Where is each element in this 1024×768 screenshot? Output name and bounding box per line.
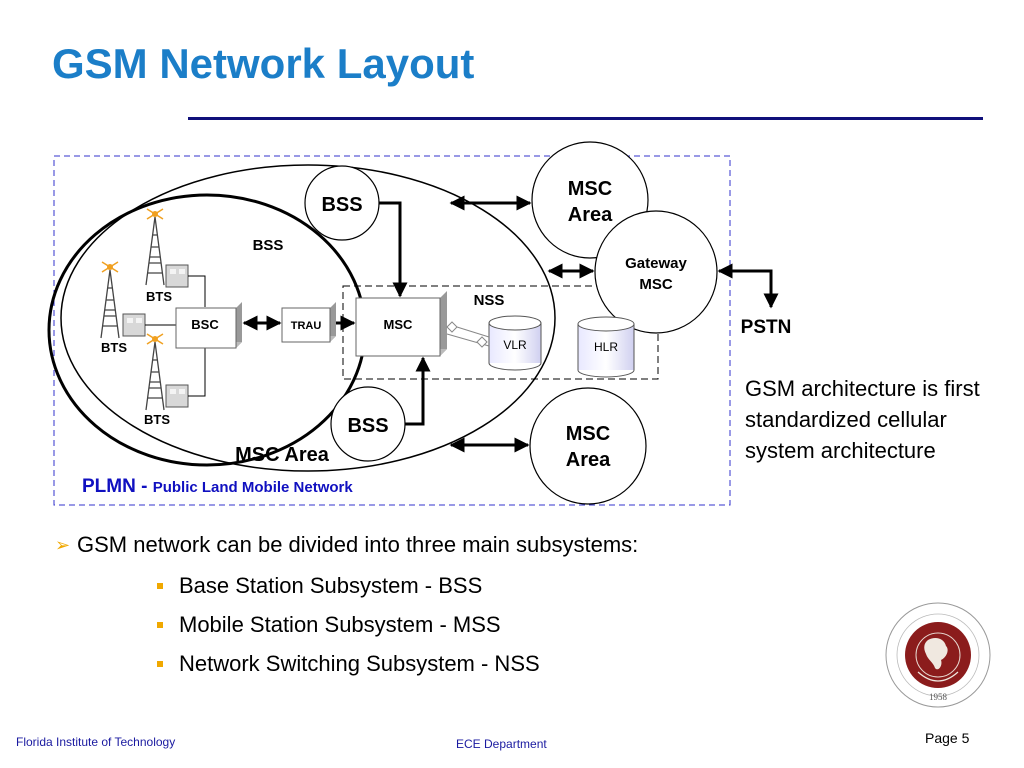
msc-box	[355, 291, 447, 357]
msc-area-top-line2: Area	[568, 204, 613, 226]
list-item-text: Base Station Subsystem - BSS	[179, 572, 483, 598]
page-title: GSM Network Layout	[52, 40, 475, 87]
bullet-main-text: GSM network can be divided into three ma…	[77, 532, 639, 557]
fit-seal-logo	[885, 602, 991, 708]
bts-tower-icon	[100, 208, 165, 411]
msc-area-label: MSC Area	[235, 444, 330, 466]
msc-area-top-line1: MSC	[568, 178, 612, 200]
sub-bullet-list: Base Station Subsystem - BSS Mobile Stat…	[55, 566, 638, 683]
bss-inner-label: BSS	[253, 237, 284, 254]
square-bullet-icon	[157, 582, 163, 589]
page-number: Page 5	[925, 730, 970, 746]
footer-department: ECE Department	[456, 737, 547, 751]
msc-area-bottom-line2: Area	[566, 449, 611, 471]
arrow-bullet-icon: ➢	[55, 534, 71, 555]
square-bullet-icon	[157, 621, 163, 628]
msc-area-bottom-circle	[529, 387, 647, 505]
vlr-database-icon	[488, 315, 542, 371]
bsc-box	[175, 302, 242, 349]
hlr-label: HLR	[594, 340, 618, 354]
trau-label: TRAU	[291, 320, 322, 332]
msc-area-ellipse	[60, 164, 556, 472]
seal-year: 1958	[929, 692, 948, 702]
square-bullet-icon	[157, 660, 163, 667]
plmn-abbr: PLMN -	[82, 476, 153, 497]
trau-box	[281, 302, 336, 343]
bts-label-2: BTS	[101, 340, 127, 355]
msc-area-bottom-line1: MSC	[566, 423, 610, 445]
pstn-label: PSTN	[741, 317, 792, 338]
bts-links	[145, 275, 206, 397]
gateway-msc-line1: Gateway	[625, 255, 687, 272]
bsc-label: BSC	[191, 317, 219, 332]
list-item-text: Network Switching Subsystem - NSS	[179, 650, 540, 676]
plmn-full: Public Land Mobile Network	[153, 479, 354, 496]
bss-top-label: BSS	[321, 194, 362, 216]
list-item: Base Station Subsystem - BSS	[157, 566, 638, 605]
link-arrows	[242, 195, 779, 453]
msc-vlr-links	[446, 321, 490, 348]
nss-label: NSS	[474, 292, 505, 309]
list-item: Network Switching Subsystem - NSS	[157, 644, 638, 683]
vlr-label: VLR	[503, 338, 527, 352]
bts-label-1: BTS	[146, 289, 172, 304]
plmn-label: PLMN - Public Land Mobile Network	[82, 476, 353, 497]
plmn-boundary	[53, 155, 731, 506]
bss-bottom-label: BSS	[347, 415, 388, 437]
bullet-main: ➢ GSM network can be divided into three …	[55, 530, 638, 560]
msc-label: MSC	[384, 317, 414, 332]
bts-label-3: BTS	[144, 412, 170, 427]
gateway-msc-circle	[594, 210, 718, 334]
architecture-note: GSM architecture is first standardized c…	[745, 376, 980, 463]
title-underline	[188, 117, 983, 120]
hlr-database-icon	[577, 316, 635, 378]
footer-institution: Florida Institute of Technology	[16, 735, 176, 749]
list-item: Mobile Station Subsystem - MSS	[157, 605, 638, 644]
list-item-text: Mobile Station Subsystem - MSS	[179, 611, 501, 637]
nss-boundary	[342, 285, 659, 380]
gateway-msc-line2: MSC	[639, 276, 673, 293]
subsystem-list: ➢ GSM network can be divided into three …	[55, 530, 638, 683]
